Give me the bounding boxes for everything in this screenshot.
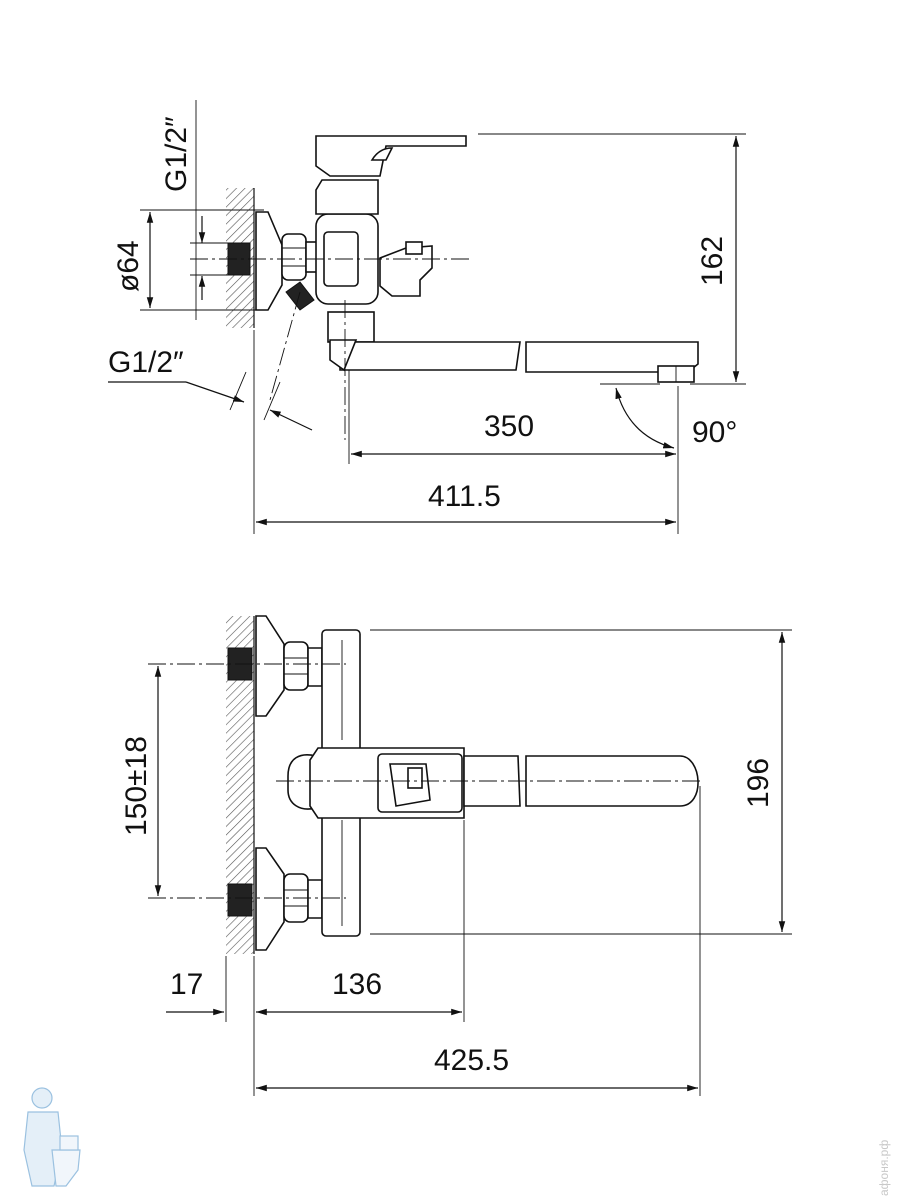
watermark-text: афоня.рф	[877, 1140, 891, 1196]
upper-flange	[255, 615, 285, 717]
upper-union-nut	[283, 641, 309, 691]
thread-size-label-top: G1/2″	[160, 116, 193, 192]
angle-label: 90°	[692, 416, 737, 449]
overall-length-label-top: 411.5	[428, 480, 501, 513]
spout-base-top	[327, 311, 375, 343]
center-distance-label: 150±18	[120, 736, 153, 836]
spout-arm-left	[339, 341, 521, 371]
thread-size-label-bottom: G1/2″	[108, 346, 184, 379]
wall-flange-top	[255, 211, 283, 311]
outlet-thread-top	[285, 281, 315, 311]
body-depth-label: 136	[332, 968, 382, 1001]
wall-offset-label: 17	[170, 968, 203, 1001]
lower-inlet-thread	[227, 883, 253, 917]
lower-flange	[255, 847, 285, 951]
top-view: G1/2″ ø64 G1/2″ 162 350 90° 411.5	[108, 100, 746, 534]
overall-length-label-front: 425.5	[434, 1044, 509, 1077]
plumber-logo	[23, 1087, 81, 1187]
diameter-label: ø64	[112, 240, 145, 292]
spout-length-label: 350	[484, 410, 534, 443]
front-view: 150±18 196 17 136 425.5	[120, 615, 792, 1096]
height-label-top: 162	[696, 236, 729, 286]
union-nut-top	[281, 233, 307, 281]
height-label-front: 196	[742, 758, 775, 808]
lever-handle-top	[315, 135, 467, 177]
